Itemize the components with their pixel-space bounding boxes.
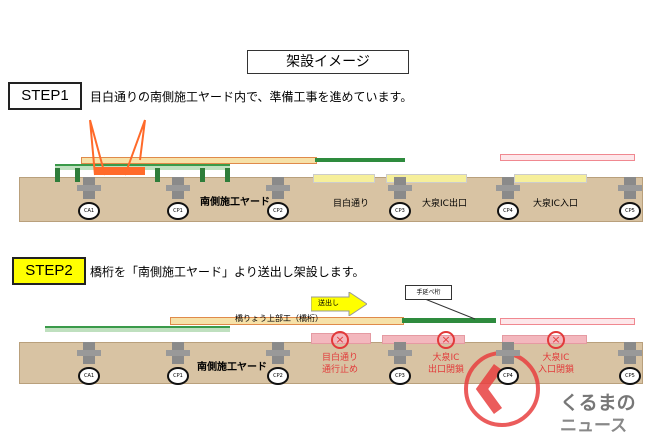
closure-label: 大泉IC 出口閉鎖 — [427, 353, 464, 375]
pier-footing — [496, 185, 520, 191]
pier-footing — [77, 185, 101, 191]
barrier — [313, 174, 375, 183]
pier-label: CP3 — [389, 202, 411, 220]
step2-description: 橋桁を「南側施工ヤード」より送出し架設します。 — [90, 265, 365, 279]
existing-truss — [500, 154, 635, 161]
area-label: 大泉IC出口 — [422, 199, 467, 209]
pier-footing — [618, 185, 642, 191]
closed-icon: × — [331, 331, 349, 349]
pier-footing — [77, 350, 101, 356]
diagram-title: 架設イメージ — [247, 50, 409, 74]
pier-label: CP4 — [497, 202, 519, 220]
step1-badge: STEP1 — [8, 82, 82, 110]
pier-footing — [618, 350, 642, 356]
closure-label: 目白通り 通行止め — [321, 353, 358, 375]
launch-arrow-icon — [311, 292, 367, 316]
pier-footing — [496, 350, 520, 356]
pier-footing — [266, 185, 290, 191]
logo-text: ニュース — [560, 416, 628, 436]
area-label: 南側施工ヤード — [200, 197, 270, 208]
pier-label: CP4 — [497, 367, 519, 385]
barrier — [514, 174, 587, 183]
pier-footing — [388, 350, 412, 356]
launching-truss — [45, 326, 230, 332]
step2-badge: STEP2 — [12, 257, 86, 285]
pier-footing — [166, 185, 190, 191]
pier-label: CP1 — [167, 202, 189, 220]
girder-label: 橋りょう上部工（橋桁） — [235, 314, 323, 323]
launching-nose — [315, 158, 405, 162]
pier-label: CP1 — [167, 367, 189, 385]
launch-label: 送出し — [318, 299, 339, 307]
area-label: 目白通り — [333, 199, 370, 209]
pier-footing — [388, 185, 412, 191]
pier-label: CP5 — [619, 202, 641, 220]
pier-label: CP3 — [389, 367, 411, 385]
pier-label: CA1 — [78, 202, 100, 220]
leader-line — [424, 299, 476, 320]
nose-label: 手延べ桁 — [405, 285, 452, 300]
step1-description: 目白通りの南側施工ヤード内で、準備工事を進めています。 — [90, 90, 413, 104]
closure-label: 大泉IC 入口閉鎖 — [537, 353, 574, 375]
closed-icon: × — [547, 331, 565, 349]
pier-label: CP5 — [619, 367, 641, 385]
area-label: 大泉IC入口 — [533, 199, 578, 209]
barrier — [386, 174, 467, 183]
pier-label: CP2 — [267, 367, 289, 385]
logo-text: くるまの — [560, 392, 636, 414]
pier-footing — [166, 350, 190, 356]
pier-footing — [266, 350, 290, 356]
area-label: 南側施工ヤード — [197, 362, 267, 373]
pier-label: CP2 — [267, 202, 289, 220]
launching-nose — [402, 318, 496, 323]
pier-label: CA1 — [78, 367, 100, 385]
crane-icon — [89, 119, 146, 176]
closed-icon: × — [437, 331, 455, 349]
